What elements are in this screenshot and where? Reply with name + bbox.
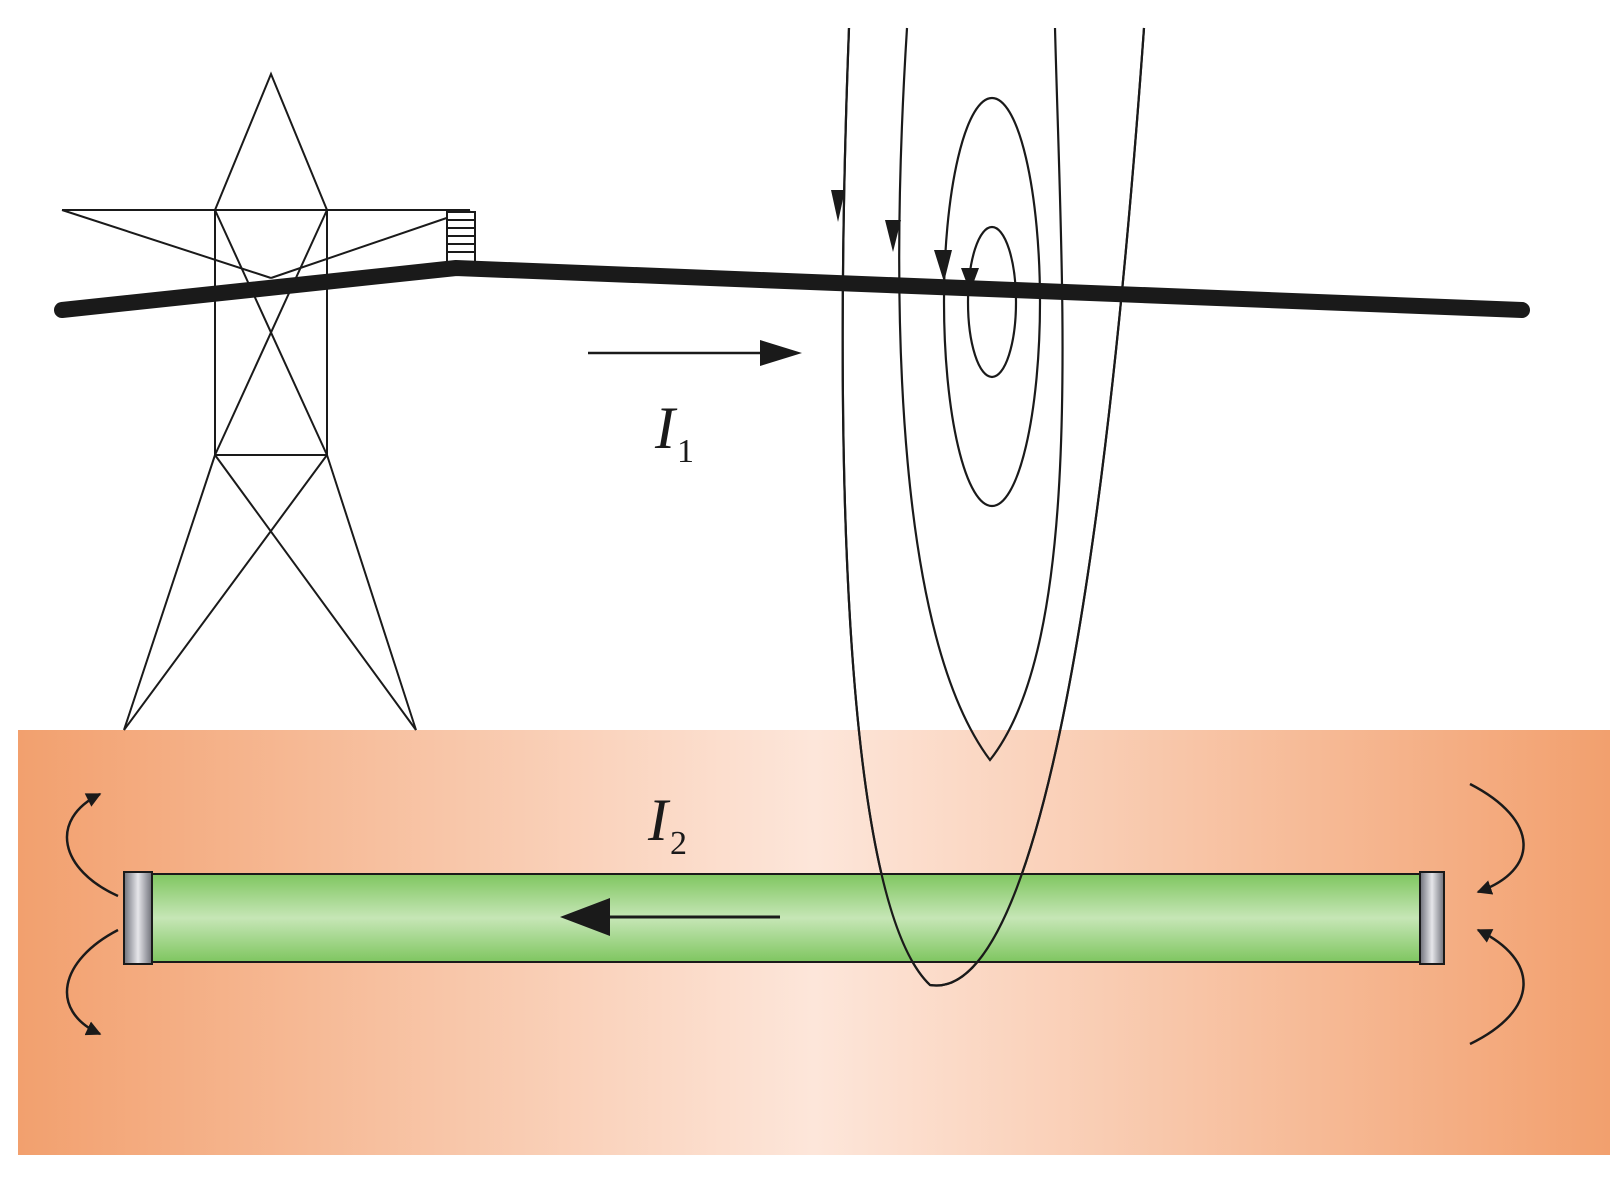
buried-pipeline — [123, 871, 1445, 965]
field-line-over-pipe — [841, 27, 1146, 987]
field-line — [898, 27, 1064, 762]
pipe-end-cap-left — [123, 871, 153, 965]
curved-arrow-icon — [1469, 928, 1525, 1046]
curved-arrow-icon — [65, 792, 119, 898]
curved-arrow-icon — [1469, 782, 1525, 895]
field-line — [966, 225, 1018, 379]
field-arrow-icon — [961, 268, 979, 292]
curved-arrow-icon — [65, 928, 119, 1036]
field-direction-arrows — [831, 190, 979, 292]
field-arrow-icon — [934, 250, 952, 282]
pipeline-current-label: I2 — [648, 787, 687, 862]
field-arrow-icon — [885, 220, 901, 252]
pipe-end-cap-right — [1419, 871, 1445, 965]
overhead-current-label: I1 — [655, 395, 694, 470]
field-line — [942, 96, 1042, 508]
transmission-tower-icon — [61, 71, 471, 731]
pipeline-current-arrow — [560, 898, 780, 936]
field-arrow-icon — [831, 190, 845, 222]
overhead-conductor — [54, 260, 1530, 318]
end-current-arrows — [65, 782, 1525, 1046]
insulator-icon — [446, 211, 476, 265]
overhead-current-arrow — [588, 340, 802, 366]
